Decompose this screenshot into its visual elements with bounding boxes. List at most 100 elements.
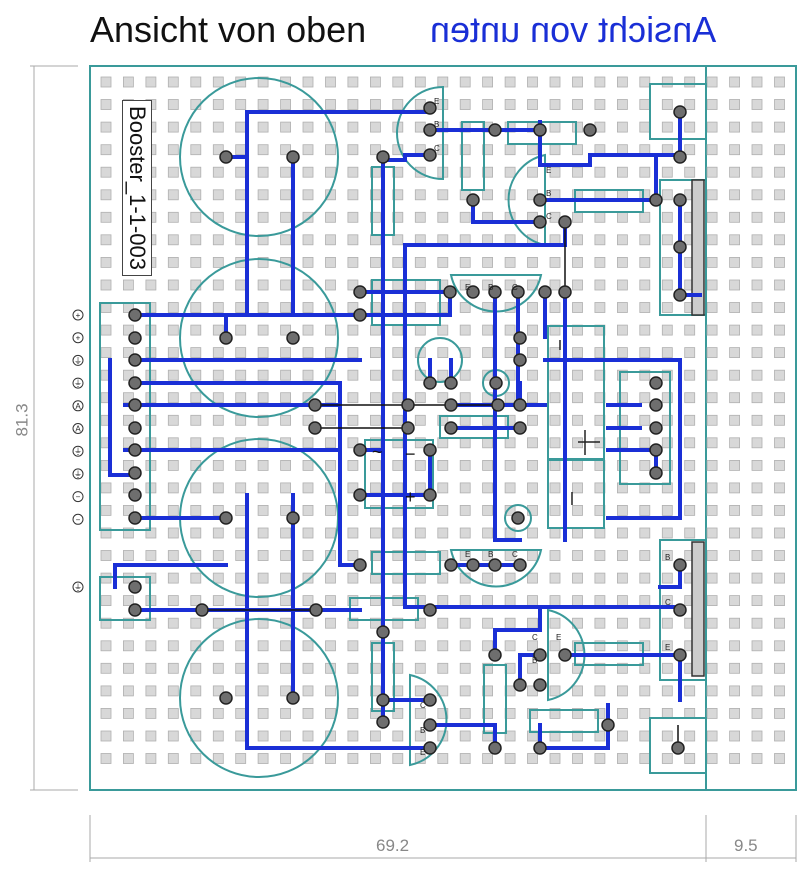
pad [661, 279, 673, 291]
pad [706, 414, 718, 426]
pad [167, 211, 179, 223]
pad [235, 504, 247, 516]
pin-label-e: E [465, 550, 470, 559]
rectifier-minus-label: − [405, 444, 416, 464]
solder-joint [649, 398, 663, 412]
solder-joint [511, 511, 525, 525]
solder-joint [513, 331, 527, 345]
solder-joint [128, 353, 142, 367]
pad [706, 392, 718, 404]
solder-joint [128, 421, 142, 435]
pad [549, 572, 561, 584]
pad [751, 414, 763, 426]
pad [347, 347, 359, 359]
pad [302, 414, 314, 426]
pad [325, 753, 336, 764]
pad [437, 189, 449, 201]
pad [325, 76, 336, 88]
pad [482, 572, 494, 584]
solder-joint [673, 603, 687, 617]
pad [123, 437, 134, 449]
solder-joint [444, 421, 458, 435]
solder-joint [533, 741, 547, 755]
pad [369, 730, 381, 742]
pad [369, 459, 381, 471]
pad [235, 708, 247, 719]
pad [661, 753, 673, 764]
pad [325, 504, 336, 516]
pad [527, 324, 538, 336]
pad [527, 76, 538, 88]
pad [123, 76, 134, 88]
pad [145, 76, 157, 88]
pad [684, 369, 696, 381]
pad [706, 482, 718, 494]
pad [661, 99, 673, 110]
solder-joint [423, 488, 437, 502]
solder-joint [488, 285, 502, 299]
pad [729, 166, 740, 178]
solder-joint [128, 580, 142, 594]
pad [459, 482, 471, 494]
svg-text:⏚: ⏚ [74, 470, 82, 479]
pad [437, 302, 449, 313]
pad [751, 527, 763, 539]
pad [617, 685, 628, 697]
pad [123, 572, 134, 584]
pad [594, 617, 606, 629]
pad [235, 459, 247, 471]
pad [212, 347, 224, 359]
pad [257, 527, 269, 539]
pad [190, 414, 202, 426]
pad [729, 504, 740, 516]
pad [774, 234, 785, 246]
pad [392, 685, 404, 697]
pad [302, 234, 314, 246]
pad [527, 527, 538, 539]
pad [347, 234, 359, 246]
pad [549, 302, 561, 313]
pad [459, 302, 471, 313]
pad [369, 99, 381, 110]
solder-joint [423, 443, 437, 457]
pad [504, 730, 516, 742]
pad [414, 302, 426, 313]
pad [302, 482, 314, 494]
pad [302, 504, 314, 516]
solder-joint [513, 558, 527, 572]
pad [325, 234, 336, 246]
pad [369, 662, 381, 674]
pad [706, 730, 718, 742]
pad [257, 730, 269, 742]
pad [212, 617, 224, 629]
solder-joint [673, 288, 687, 302]
pad [639, 640, 651, 652]
pad [190, 527, 202, 539]
pad [392, 414, 404, 426]
pad [774, 76, 785, 88]
pad [639, 369, 651, 381]
pad [617, 256, 628, 268]
pad [257, 550, 269, 561]
pad [729, 76, 740, 88]
pad [751, 234, 763, 246]
pad [190, 550, 202, 561]
pad [661, 482, 673, 494]
pad [212, 414, 224, 426]
pad [325, 617, 336, 629]
pad [639, 482, 651, 494]
pad [751, 76, 763, 88]
solder-joint [444, 376, 458, 390]
pad [257, 144, 269, 156]
pad [661, 166, 673, 178]
pad [706, 572, 718, 584]
pad [100, 640, 112, 652]
pad [280, 347, 292, 359]
pad [639, 730, 651, 742]
pad [527, 640, 538, 652]
pin-label-e: E [556, 633, 561, 642]
pad [100, 753, 112, 764]
pad [527, 99, 538, 110]
pad [280, 144, 292, 156]
solder-joint [128, 398, 142, 412]
